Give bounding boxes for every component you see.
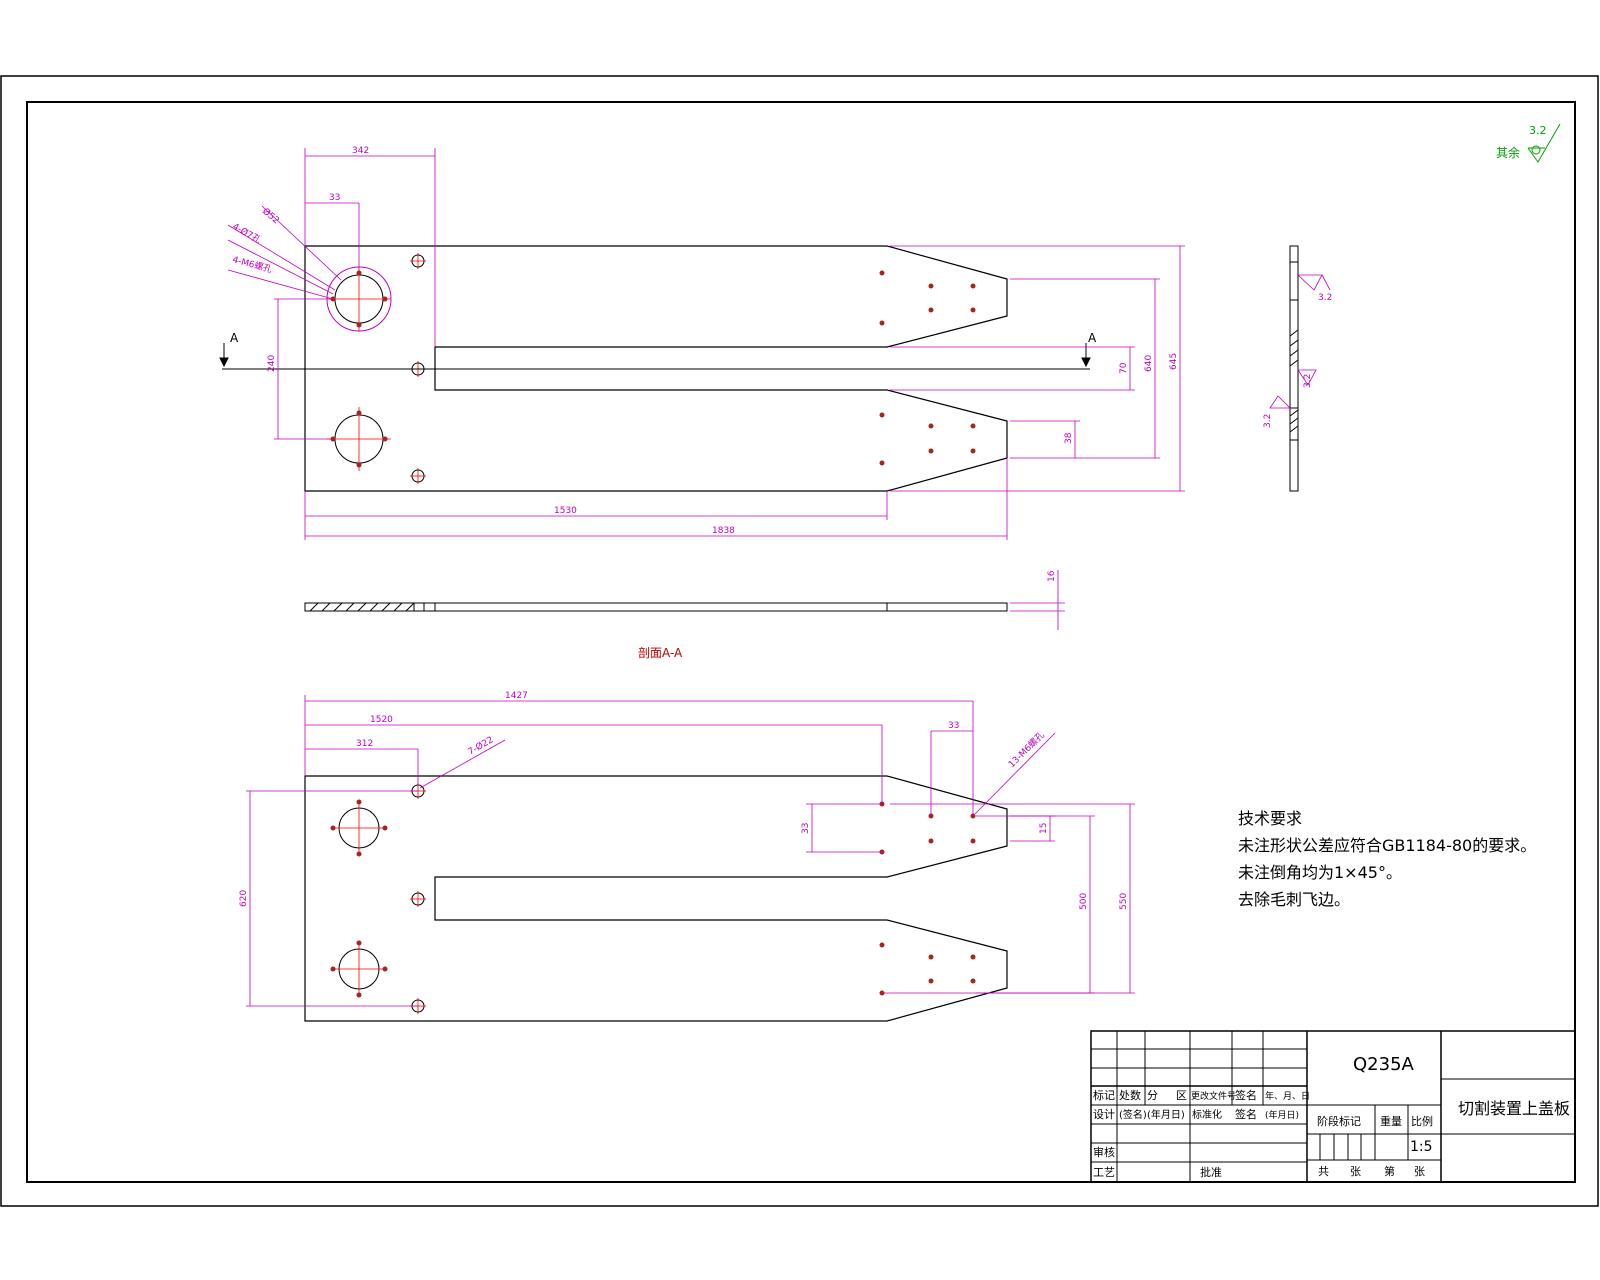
dim-lower-272: 1520 <box>370 715 393 725</box>
dim-lower-right-2: 500 <box>1079 893 1089 910</box>
tb-header-signature: 签名 <box>1235 1088 1257 1102</box>
top-view-dimensions <box>227 148 1185 540</box>
title-block-material: Q235A <box>1353 1054 1415 1075</box>
dim-lower-33: 33 <box>948 721 959 731</box>
dim-bottom-len-1: 1530 <box>554 506 577 516</box>
side-view <box>1289 245 1299 492</box>
title-block-drawing-name: 切割装置上盖板 <box>1458 1099 1570 1118</box>
tb-sheet-total: 共 <box>1318 1165 1329 1178</box>
dim-lower-right-3: 550 <box>1119 893 1129 910</box>
tech-req-item-3: 去除毛刺飞边。 <box>1238 890 1350 909</box>
dim-right-inner-1: 70 <box>1119 362 1129 374</box>
dim-bottom-len-2: 1838 <box>712 526 735 536</box>
roughness-general-symbol <box>1527 123 1561 163</box>
tb-approve-label: 批准 <box>1200 1165 1222 1179</box>
tech-req-item-1: 未注形状公差应符合GB1184-80的要求。 <box>1238 836 1536 855</box>
roughness-general-value: 3.2 <box>1529 124 1547 137</box>
tech-req-item-2: 未注倒角均为1×45°。 <box>1238 863 1402 882</box>
title-block-scale-value: 1:5 <box>1410 1139 1433 1155</box>
section-label-left: A <box>230 331 239 345</box>
section-view <box>304 602 1008 612</box>
tb-design-label: 设计 <box>1093 1108 1115 1121</box>
dim-thickness: 16 <box>1047 570 1057 582</box>
top-view-small-holes <box>330 270 976 468</box>
dim-top-width: 342 <box>352 146 369 156</box>
dim-right-small: 38 <box>1064 432 1074 444</box>
tb-review-label: 审核 <box>1093 1145 1115 1159</box>
roughness-side-3: 3.2 <box>1263 414 1273 428</box>
title-block <box>1090 1030 1576 1183</box>
tb-header-date: 年、月、日 <box>1265 1090 1310 1102</box>
dim-hole-spec-1: 4-Ø7孔 <box>231 221 263 246</box>
dim-right-inner-2: 640 <box>1144 355 1154 372</box>
section-view-title: 剖面A-A <box>638 646 683 660</box>
section-label-right: A <box>1088 331 1097 345</box>
tb-header-change-doc: 更改文件号 <box>1191 1090 1236 1102</box>
tb-stage-label: 阶段标记 <box>1317 1114 1361 1128</box>
bottom-view <box>304 775 1008 1022</box>
bottom-view-holes <box>338 784 425 1013</box>
side-view-roughness <box>1269 274 1331 409</box>
dim-lower-312: 312 <box>356 739 373 749</box>
dim-lower-total: 1427 <box>505 691 528 701</box>
dim-left-vertical: 240 <box>267 355 277 372</box>
section-line <box>219 343 1091 370</box>
bottom-view-small-holes <box>330 799 976 998</box>
tb-standardize-sign: 签名 <box>1235 1107 1257 1121</box>
tb-scale-label: 比例 <box>1411 1114 1433 1128</box>
tech-req-title: 技术要求 <box>1238 809 1302 828</box>
top-view-centerlines <box>327 253 426 484</box>
tb-header-mark: 标记 <box>1093 1088 1115 1102</box>
tb-standardize-date: (年月日) <box>1265 1109 1299 1121</box>
bottom-view-dimensions <box>246 695 1135 1007</box>
tb-standardize-label: 标准化 <box>1192 1108 1222 1121</box>
dim-lower-33v: 33 <box>801 823 811 834</box>
tb-weight-label: 重量 <box>1380 1114 1402 1128</box>
dim-lower-angle: 13-M6螺孔 <box>1006 730 1046 770</box>
dim-lower-left-vert: 620 <box>239 890 249 907</box>
dim-right-outer: 645 <box>1169 353 1179 370</box>
inner-border <box>26 101 1576 1183</box>
tb-design-sign: (签名) <box>1119 1108 1147 1121</box>
tb-sheet-label: 第 <box>1384 1164 1395 1178</box>
tb-header-count: 处数 <box>1119 1089 1141 1102</box>
dim-hole-dia: Ø52 <box>260 206 281 226</box>
tb-header-zone-1: 分 <box>1147 1089 1158 1102</box>
dim-hole-spec-2: 4-M6螺孔 <box>231 254 273 275</box>
dim-top-33: 33 <box>329 193 340 203</box>
outer-border <box>0 75 1599 1207</box>
roughness-side-2: 3.2 <box>1303 374 1313 388</box>
tb-process-label: 工艺 <box>1093 1166 1115 1179</box>
dim-lower-right-1: 15 <box>1039 823 1049 834</box>
tb-sheet-unit-2: 张 <box>1414 1165 1425 1178</box>
roughness-general-label: 其余 <box>1496 145 1520 160</box>
tb-header-zone-2: 区 <box>1176 1089 1187 1102</box>
technical-requirements: 技术要求 未注形状公差应符合GB1184-80的要求。 未注倒角均为1×45°。… <box>1238 809 1536 909</box>
tb-sheet-unit-1: 张 <box>1350 1165 1361 1178</box>
roughness-side-1: 3.2 <box>1318 293 1332 303</box>
section-view-dimension <box>1010 570 1065 630</box>
tb-design-date: (年月日) <box>1147 1108 1185 1121</box>
